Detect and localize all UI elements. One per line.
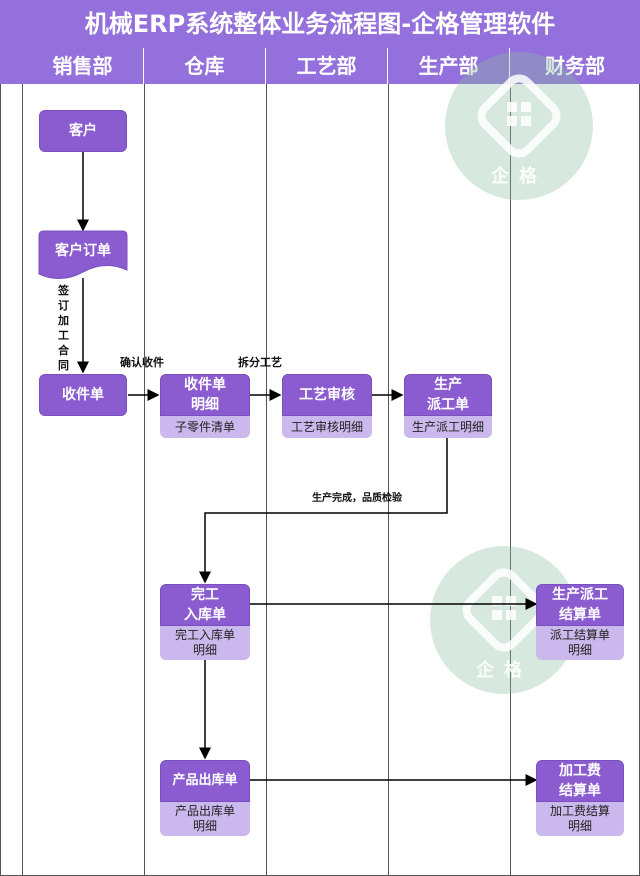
lane-header-sales: 销售部: [22, 48, 144, 84]
node-dispatch-sub: 生产派工明细: [404, 416, 492, 438]
node-product-out: 产品出库单: [160, 760, 250, 802]
node-settle-dispatch-label-1: 生产派工: [552, 587, 608, 603]
node-product-out-sub: 产品出库单 明细: [160, 802, 250, 836]
node-settle-dispatch-sub: 派工结算单 明细: [536, 626, 624, 660]
node-product-out-label: 产品出库单: [172, 773, 238, 788]
watermark-text: 企格: [476, 660, 532, 681]
node-finish-in: 完工 入库单: [160, 584, 250, 626]
lane-divider: [22, 84, 23, 876]
edge-label-production-done: 生产完成，品质检验: [312, 493, 402, 504]
node-dispatch-label-1: 生产: [434, 377, 462, 393]
watermark-emblem-icon: [477, 74, 561, 158]
arrow-dispatch-to-finish: [199, 437, 448, 584]
node-dispatch: 生产 派工单: [404, 374, 492, 416]
node-finish-in-sub: 完工入库单 明细: [160, 626, 250, 660]
node-customer-label: 客户: [69, 123, 97, 139]
node-fee-settle-label-1: 加工费: [559, 763, 601, 779]
node-settle-dispatch: 生产派工 结算单: [536, 584, 624, 626]
node-finish-in-label-1: 完工: [191, 587, 219, 603]
lane-divider: [266, 84, 267, 876]
node-craft-review-sub: 工艺审核明细: [282, 416, 372, 438]
watermark-logo: 企格: [445, 52, 593, 200]
node-receipt-label: 收件单: [62, 387, 104, 403]
node-customer-order-label: 客户订单: [55, 243, 111, 259]
node-customer-order: 客户订单: [38, 232, 128, 270]
node-craft-review-label: 工艺审核: [299, 387, 355, 403]
node-settle-dispatch-label-2: 结算单: [559, 607, 601, 623]
watermark-text: 企格: [491, 166, 547, 187]
node-dispatch-label-2: 派工单: [427, 397, 469, 413]
node-receipt-detail: 收件单 明细: [160, 374, 250, 416]
node-finish-in-label-2: 入库单: [184, 607, 226, 623]
watermark-emblem-icon: [462, 568, 546, 652]
node-receipt-detail-label-2: 明细: [191, 397, 219, 413]
node-fee-settle-sub: 加工费结算 明细: [536, 802, 624, 836]
lane-header-craft: 工艺部: [266, 48, 388, 84]
lane-divider: [144, 84, 145, 876]
node-fee-settle: 加工费 结算单: [536, 760, 624, 802]
node-customer: 客户: [39, 110, 127, 152]
node-craft-review: 工艺审核: [282, 374, 372, 416]
page-title: 机械ERP系统整体业务流程图-企格管理软件: [0, 0, 640, 48]
edge-label-split-craft: 拆分工艺: [238, 356, 282, 369]
node-receipt-detail-sub: 子零件清单: [160, 416, 250, 438]
lane-header-production: 生产部: [388, 48, 510, 84]
edge-label-confirm-receipt: 确认收件: [120, 356, 164, 369]
node-customer-order-shape: [38, 230, 128, 279]
lane-divider: [510, 84, 511, 876]
lane-header-corner: [0, 48, 22, 84]
lane-divider: [388, 84, 389, 876]
node-receipt: 收件单: [39, 374, 127, 416]
lane-header-finance: 财务部: [510, 48, 640, 84]
lane-header-warehouse: 仓库: [144, 48, 266, 84]
edge-label-sign-contract: 签订加工合同: [58, 284, 69, 372]
node-receipt-detail-label-1: 收件单: [184, 377, 226, 393]
node-fee-settle-label-2: 结算单: [559, 783, 601, 799]
